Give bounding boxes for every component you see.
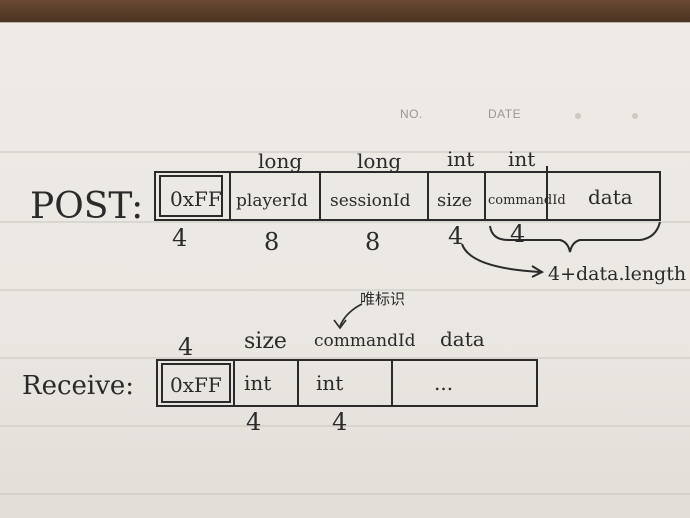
post-size: 4 <box>172 224 187 252</box>
paper-dot <box>575 113 581 119</box>
post-length-annotation: 4+data.length <box>548 263 686 285</box>
post-size: 8 <box>264 228 279 256</box>
post-type-label: long <box>258 149 302 173</box>
receive-top-label: 4 <box>178 333 193 361</box>
post-type-label: long <box>357 149 401 173</box>
receive-packet-box <box>156 359 538 407</box>
ruled-lines <box>0 151 690 495</box>
receive-annotation: 唯标识 <box>360 290 405 308</box>
receive-field: int <box>316 371 343 395</box>
annotation-arrow <box>333 303 363 330</box>
receive-top-label: size <box>244 329 287 354</box>
receive-field: int <box>244 371 271 395</box>
table-surface <box>0 0 690 22</box>
post-field: playerId <box>236 191 308 211</box>
receive-field: 0xFF <box>170 373 222 397</box>
post-size: 4 <box>448 222 463 250</box>
no-label: NO. <box>400 107 423 121</box>
post-size: 4 <box>510 220 525 248</box>
post-field: commandId <box>488 193 566 208</box>
post-label: POST: <box>30 186 143 227</box>
post-field: data <box>588 185 633 209</box>
post-field: 0xFF <box>170 187 222 211</box>
receive-top-label: commandId <box>314 331 416 351</box>
post-field: sessionId <box>330 191 411 211</box>
receive-size: 4 <box>332 408 347 436</box>
length-brace <box>461 221 661 278</box>
receive-top-label: data <box>440 327 485 351</box>
receive-label: Receive: <box>22 371 134 401</box>
post-size: 8 <box>365 228 380 256</box>
receive-field: ... <box>434 371 453 395</box>
date-label: DATE <box>488 107 522 121</box>
post-field: size <box>437 190 472 211</box>
post-type-label: int <box>508 147 535 171</box>
post-type-label: int <box>447 147 474 171</box>
receive-size: 4 <box>246 408 261 436</box>
paper-dot <box>632 113 638 119</box>
post-packet-box <box>154 166 661 221</box>
notebook-paper: NO. DATE <box>0 22 690 518</box>
